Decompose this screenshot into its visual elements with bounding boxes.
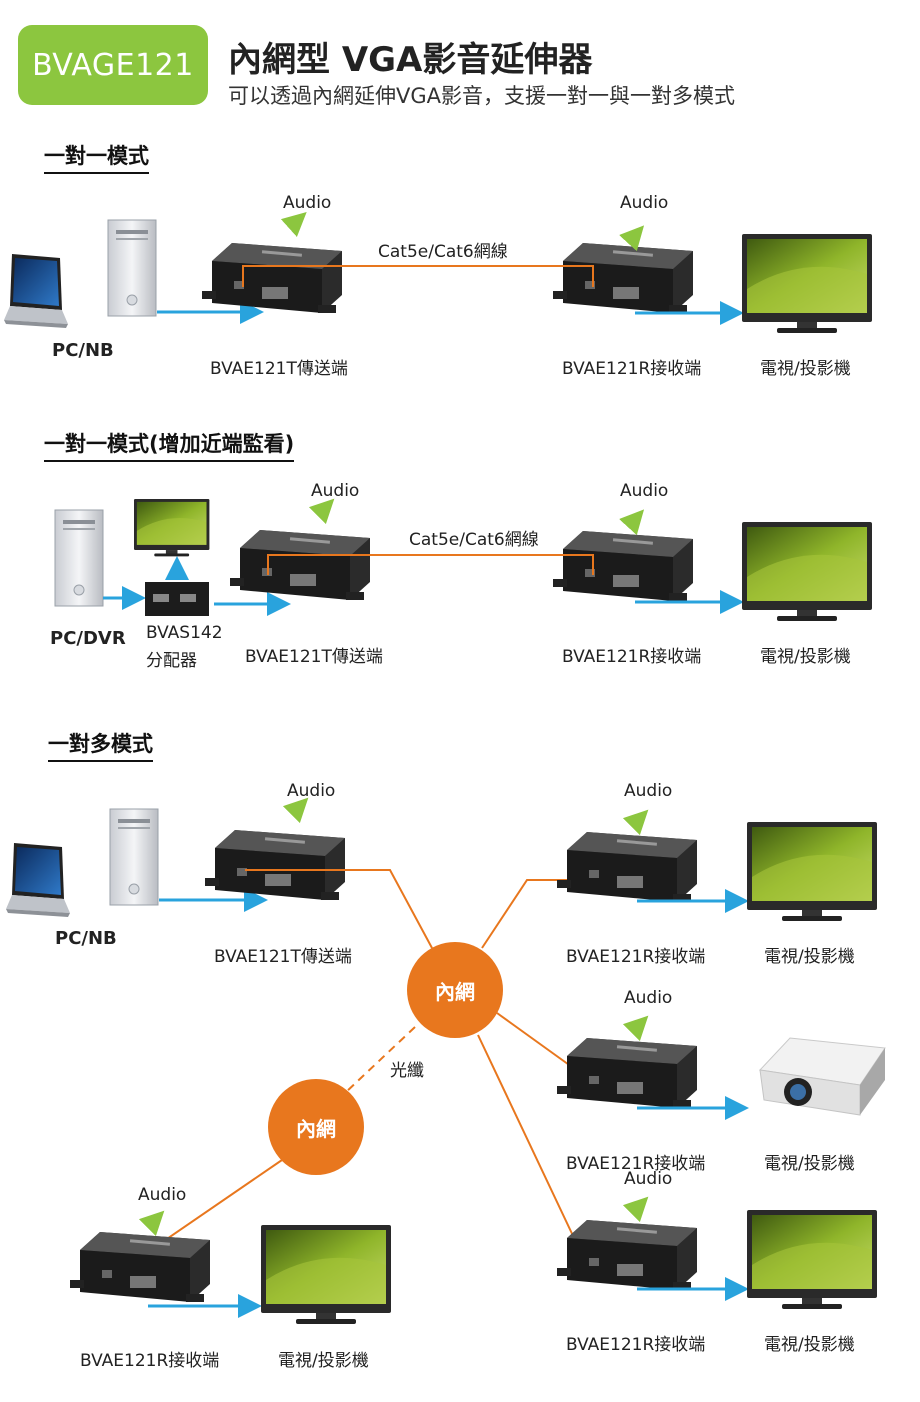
display-label: 電視/投影機 [760,647,851,667]
receiver-label: BVAE121R接收端 [562,359,702,379]
audio-label: Audio [287,781,336,801]
network-cable-line [245,869,433,949]
tv-monitor-icon [747,1210,877,1309]
splitter-label-name: 分配器 [146,651,197,671]
projector-icon [759,1037,886,1116]
page-subtitle: 可以透過內網延伸VGA影音，支援一對一與一對多模式 [228,84,736,108]
audio-label: Audio [624,988,673,1008]
receiver-device-icon [553,243,693,313]
audio-label: Audio [311,481,360,501]
display-label: 電視/投影機 [764,947,855,967]
audio-arrow-icon [619,225,645,252]
source-label: PC/NB [52,340,114,361]
transmitter-label: BVAE121T傳送端 [214,947,352,967]
receiver-device-icon [557,1038,697,1108]
receiver-label: BVAE121R接收端 [566,1154,706,1174]
tv-monitor-icon [742,234,872,333]
fiber-link-line [344,1026,416,1094]
audio-arrow-icon [280,211,307,237]
audio-label: Audio [138,1185,187,1205]
audio-label: Audio [624,1169,673,1189]
transmitter-device-icon [202,243,342,313]
audio-arrow-icon [622,1015,649,1042]
audio-arrow-icon [622,1196,649,1223]
receiver-device-icon [557,1220,697,1290]
desktop-tower-icon [107,219,157,317]
source-label: PC/DVR [50,628,126,649]
receiver-label: BVAE121R接收端 [80,1351,220,1371]
desktop-tower-icon [54,509,104,607]
tv-monitor-icon [742,522,872,621]
tv-monitor-icon [261,1225,391,1324]
audio-arrow-icon [282,797,309,824]
desktop-tower-icon [109,808,159,906]
transmitter-device-icon [205,830,345,900]
transmitter-label: BVAE121T傳送端 [245,647,383,667]
receiver-label: BVAE121R接收端 [566,947,706,967]
audio-label: Audio [624,781,673,801]
transmitter-device-icon [230,530,370,600]
display-label: 電視/投影機 [278,1351,369,1371]
section-heading-one-to-many: 一對多模式 [48,728,153,762]
audio-arrow-icon [619,509,645,536]
receiver-device-icon [553,531,693,601]
audio-label: Audio [620,481,669,501]
display-label: 電視/投影機 [760,359,851,379]
audio-arrow-icon [308,498,335,525]
fiber-label: 光纖 [390,1061,424,1081]
splitter-label-model: BVAS142 [146,623,223,643]
network-node-remote: 內網 [268,1079,364,1175]
network-node-main: 內網 [407,942,503,1038]
laptop-icon [4,254,68,328]
display-label: 電視/投影機 [764,1154,855,1174]
page-title: 內網型 VGA影音延伸器 [228,40,593,80]
section-heading-local-monitor: 一對一模式(增加近端監看) [44,428,295,462]
laptop-icon [6,843,70,917]
transmitter-label: BVAE121T傳送端 [210,359,348,379]
cable-label: Cat5e/Cat6網線 [378,242,508,262]
audio-arrow-icon [138,1210,165,1237]
audio-label: Audio [283,193,332,213]
section-heading-one-to-one: 一對一模式 [44,140,149,174]
network-cable-line [267,554,594,575]
receiver-label: BVAE121R接收端 [566,1335,706,1355]
network-cable-line [242,265,594,287]
audio-arrow-icon [622,809,649,836]
tv-monitor-icon [747,822,877,921]
product-badge: BVAGE121 [18,25,208,105]
audio-label: Audio [620,193,669,213]
receiver-device-icon [557,832,697,902]
receiver-device-icon [70,1232,210,1302]
local-monitor-icon [134,499,210,557]
splitter-device-icon [145,582,209,616]
source-label: PC/NB [55,928,117,949]
display-label: 電視/投影機 [764,1335,855,1355]
cable-label: Cat5e/Cat6網線 [409,530,539,550]
receiver-label: BVAE121R接收端 [562,647,702,667]
